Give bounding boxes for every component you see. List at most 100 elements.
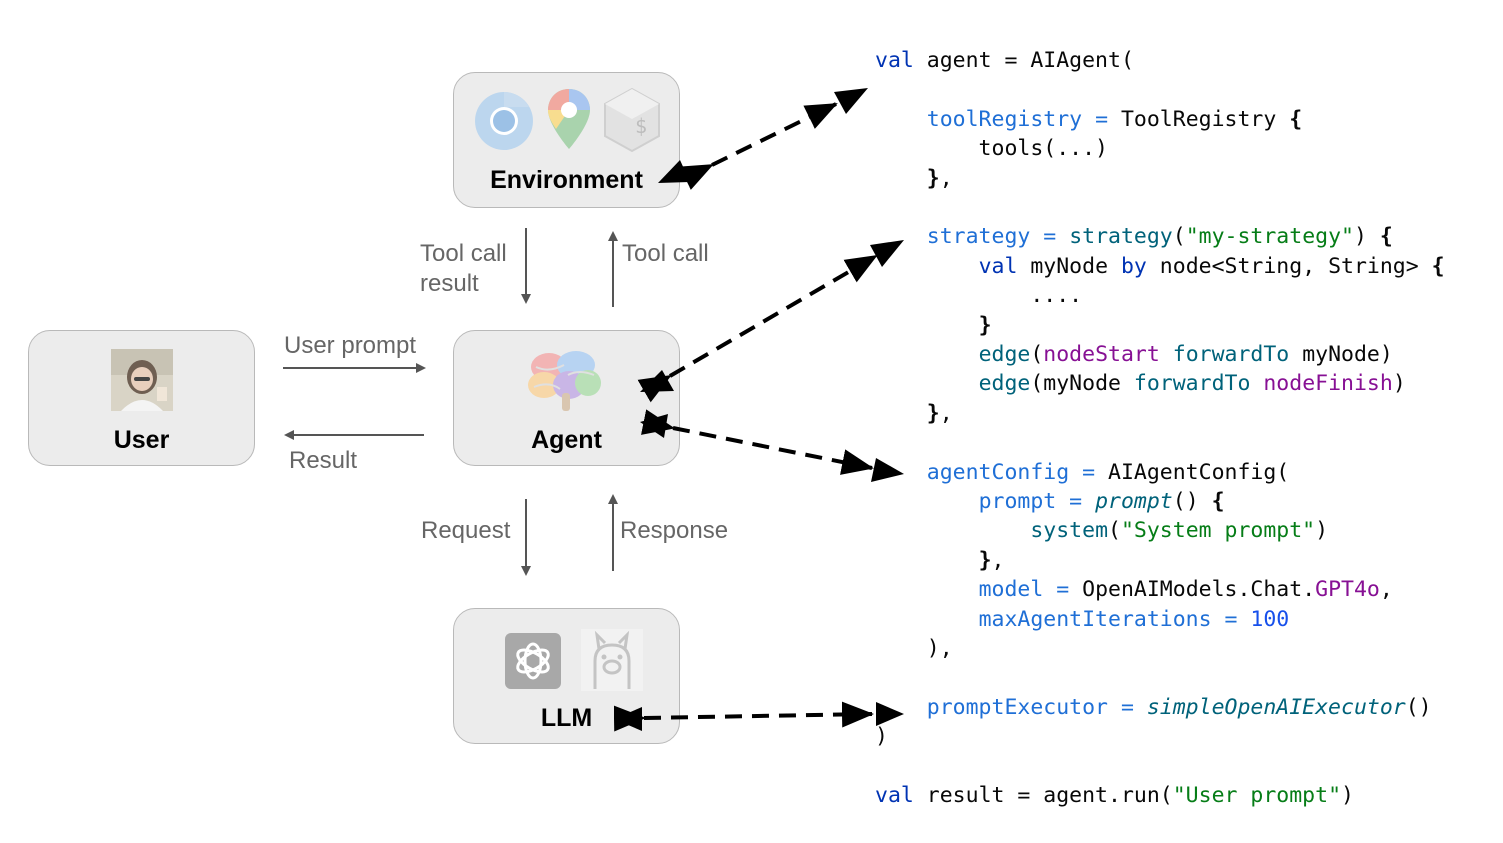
code-token: val bbox=[978, 253, 1018, 279]
environment-title: Environment bbox=[490, 166, 643, 194]
code-token: { bbox=[1211, 489, 1225, 514]
tool-call-result-label-line2: result bbox=[420, 270, 479, 297]
code-token: myNode bbox=[1017, 253, 1121, 279]
code-token: prompt bbox=[978, 489, 1057, 514]
code-token: } bbox=[978, 312, 992, 338]
code-token bbox=[875, 254, 979, 279]
code-token bbox=[875, 548, 979, 573]
code-line: ) bbox=[875, 724, 888, 749]
code-token: ) bbox=[1341, 783, 1354, 808]
code-line: val myNode by node<String, String> { bbox=[875, 254, 1445, 279]
code-token bbox=[875, 313, 979, 338]
code-line: }, bbox=[875, 166, 953, 191]
code-token: nodeStart bbox=[1043, 342, 1160, 367]
code-token bbox=[875, 371, 979, 396]
agent-config-link bbox=[641, 409, 874, 475]
arrowhead bbox=[870, 240, 904, 267]
code-token: simpleOpenAIExecutor bbox=[1146, 694, 1406, 720]
code-token: , bbox=[991, 547, 1005, 573]
response-label: Response bbox=[620, 517, 729, 544]
code-token: node<String, String> bbox=[1146, 253, 1432, 279]
agent-strategy-link bbox=[637, 254, 878, 403]
code-token: () bbox=[1172, 489, 1212, 514]
code-token: { bbox=[1379, 224, 1393, 250]
code-line: prompt = prompt() { bbox=[875, 489, 1225, 514]
code-line: promptExecutor = simpleOpenAIExecutor() bbox=[875, 695, 1432, 720]
code-token: forwardTo bbox=[1133, 371, 1251, 397]
request-label: Request bbox=[421, 517, 511, 544]
code-token bbox=[875, 166, 927, 191]
code-token: = bbox=[1030, 224, 1070, 250]
openai-icon bbox=[505, 633, 561, 694]
code-token bbox=[875, 489, 979, 514]
code-token: edge bbox=[978, 342, 1031, 367]
code-line: maxAgentIterations = 100 bbox=[875, 606, 1290, 632]
code-token: result = agent.run( bbox=[913, 783, 1173, 808]
code-token: { bbox=[1289, 106, 1303, 132]
code-token bbox=[875, 460, 927, 485]
svg-text:$: $ bbox=[635, 114, 647, 138]
code-token: ) bbox=[1315, 518, 1329, 544]
llm-title: LLM bbox=[540, 704, 593, 732]
agent-title: Agent bbox=[531, 426, 602, 454]
code-token: ( bbox=[1108, 518, 1121, 544]
code-token: model bbox=[978, 577, 1044, 603]
code-token: "User prompt" bbox=[1172, 783, 1342, 808]
code-line: }, bbox=[875, 401, 953, 426]
code-token: nodeFinish bbox=[1263, 371, 1393, 397]
code-token: = bbox=[1108, 694, 1147, 720]
code-token bbox=[1250, 371, 1263, 396]
arrowhead bbox=[614, 707, 642, 731]
code-token: agent = AIAgent( bbox=[913, 48, 1134, 73]
code-token: = bbox=[1056, 489, 1096, 514]
brain-icon bbox=[524, 345, 604, 420]
code-line: } bbox=[875, 313, 992, 338]
code-line: tools(...) bbox=[875, 136, 1108, 161]
code-token: ( bbox=[1172, 224, 1186, 250]
code-token: strategy bbox=[1069, 224, 1173, 250]
code-token: forwardTo bbox=[1172, 342, 1290, 367]
code-line: edge(myNode forwardTo nodeFinish) bbox=[875, 371, 1406, 396]
code-token bbox=[875, 401, 927, 426]
user-photo bbox=[111, 349, 173, 416]
user-title: User bbox=[113, 426, 170, 454]
environment-code-link bbox=[679, 102, 838, 190]
code-token: AIAgentConfig( bbox=[1108, 459, 1290, 485]
code-line: val result = agent.run("User prompt") bbox=[875, 783, 1354, 808]
code-token: ) bbox=[1392, 371, 1406, 397]
code-line: val agent = AIAgent( bbox=[875, 48, 1134, 73]
code-token: maxAgentIterations bbox=[978, 606, 1212, 632]
code-token: , bbox=[939, 165, 953, 191]
code-token: , bbox=[1379, 577, 1393, 603]
code-line: strategy = strategy("my-strategy") { bbox=[875, 224, 1393, 249]
code-token: "my-strategy" bbox=[1185, 224, 1354, 250]
code-token: prompt bbox=[1095, 489, 1173, 514]
arrowhead bbox=[640, 370, 674, 392]
code-token bbox=[875, 107, 927, 132]
code-line: system("System prompt") bbox=[875, 518, 1328, 543]
code-token bbox=[875, 518, 1030, 543]
code-token: val bbox=[875, 48, 914, 73]
arrowhead bbox=[658, 160, 690, 183]
code-token: "System prompt" bbox=[1120, 518, 1316, 544]
code-token: by bbox=[1120, 253, 1147, 279]
code-token: promptExecutor bbox=[926, 694, 1108, 720]
code-token: agentConfig bbox=[926, 459, 1070, 485]
user-box: User bbox=[28, 330, 255, 466]
code-token: } bbox=[978, 547, 992, 573]
code-token: .... bbox=[875, 283, 1083, 309]
code-line: edge(nodeStart forwardTo myNode) bbox=[875, 342, 1393, 367]
code-token: ) bbox=[875, 724, 888, 750]
code-token: { bbox=[1431, 253, 1445, 279]
llm-executor-link bbox=[613, 701, 874, 732]
code-line: .... bbox=[875, 283, 1082, 308]
google-maps-icon bbox=[546, 87, 592, 158]
environment-box: $ Environment bbox=[453, 72, 680, 208]
code-token: (myNode bbox=[1030, 371, 1134, 397]
code-token: ) bbox=[1353, 224, 1380, 250]
code-token: () bbox=[1405, 694, 1432, 720]
code-token bbox=[875, 342, 979, 367]
code-line: ), bbox=[875, 636, 953, 661]
chrome-icon bbox=[473, 90, 535, 157]
